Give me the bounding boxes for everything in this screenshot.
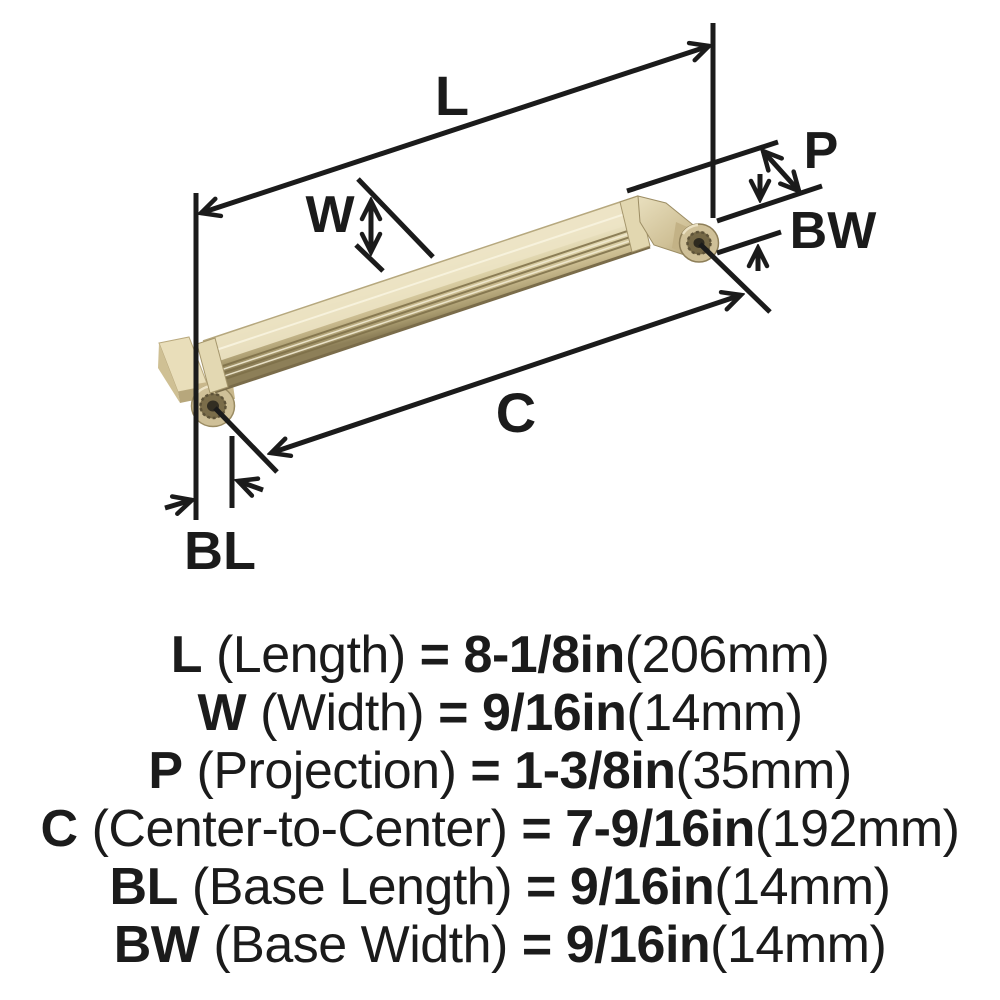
label-c: C [496,381,536,444]
equals-sign: = [438,684,468,742]
spec-label: (Base Length) [191,858,513,916]
label-p: P [804,122,839,180]
dim-line-center-to-center [271,295,741,453]
label-w: W [305,186,355,244]
left-base-plate-side [158,343,180,403]
label-l: L [435,64,469,127]
equals-sign: = [526,858,556,916]
right-post-highlight [681,223,699,235]
equals-sign: = [521,916,552,974]
spec-label: (Center-to-Center) [91,800,508,858]
spec-value: 9/16in [569,858,715,916]
dim-arrow-projection [763,151,799,191]
spec-label: (Base Width) [213,916,508,974]
spec-metric: (35mm) [675,742,853,800]
bar-top-highlight [209,208,641,353]
spec-metric: (14mm) [714,858,891,916]
spec-value: 1-3/8in [514,742,676,800]
equals-sign: = [521,800,552,858]
left-post-knurl [199,392,227,420]
spec-line-base-length: BL(Base Length)=9/16in(14mm) [0,857,1000,916]
spec-abbr: P [148,742,183,800]
bl-outside-arrow-left [164,500,192,508]
spec-label: (Length) [215,626,406,684]
p-upper-reference-line [626,139,779,194]
spec-value: 9/16in [482,684,627,742]
dimension-labels: L W P BW C BL [184,64,877,581]
spec-abbr: BL [109,858,179,916]
spec-abbr: C [40,800,79,858]
spec-line-projection: P(Projection)=1-3/8in(35mm) [0,741,1000,800]
spec-abbr: W [197,684,247,742]
centerline-right-post [698,242,772,314]
spec-metric: (14mm) [710,916,887,974]
p-lower-reference-line [716,183,823,224]
equals-sign: = [470,742,501,800]
spec-value: 9/16in [565,916,711,974]
spec-list: L(Length)=8-1/8in(206mm) W(Width)=9/16in… [0,625,1000,974]
dim-line-length [201,46,709,213]
spec-abbr: BW [113,916,200,974]
centerline-left-post [213,406,279,474]
spec-metric: (206mm) [624,626,830,684]
right-post-knurl [686,230,712,256]
dimension-lines [164,46,799,508]
spec-value: 8-1/8in [463,626,626,684]
spec-label: (Width) [260,684,425,742]
spec-line-width: W(Width)=9/16in(14mm) [0,683,1000,742]
bl-outside-arrow-right [238,481,264,490]
spec-metric: (14mm) [626,684,803,742]
bar-left-collar [196,337,229,394]
spec-metric: (192mm) [754,800,960,858]
spec-label: (Projection) [196,742,457,800]
spec-value: 7-9/16in [565,800,755,858]
label-bl: BL [184,521,256,581]
handle-illustration [158,195,720,428]
equals-sign: = [419,626,450,684]
bw-reference-line [716,229,782,256]
spec-line-center-to-center: C(Center-to-Center)=7-9/16in(192mm) [0,799,1000,858]
spec-line-length: L(Length)=8-1/8in(206mm) [0,625,1000,684]
label-bw: BW [790,202,878,260]
spec-line-base-width: BW(Base Width)=9/16in(14mm) [0,915,1000,974]
spec-abbr: L [170,626,203,684]
